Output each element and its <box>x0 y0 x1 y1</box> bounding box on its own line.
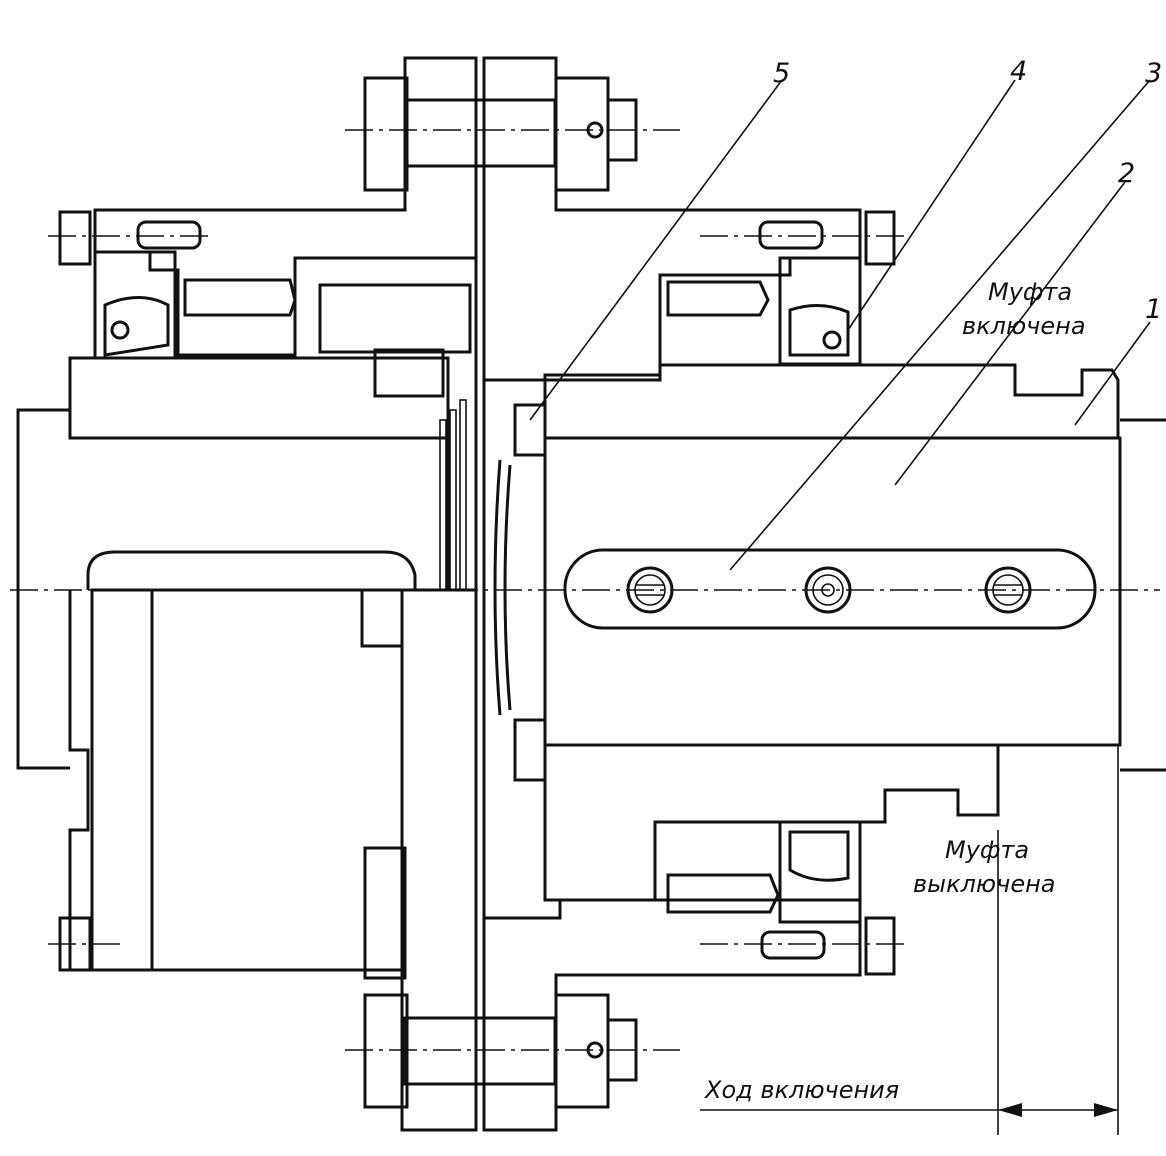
left-seal-spring <box>110 320 130 340</box>
left-cover-dowel <box>136 220 202 250</box>
leader-3 <box>729 79 1151 571</box>
left-hub-lower-body <box>90 588 404 972</box>
disengaged-label-line2: выключена <box>913 870 1055 898</box>
left-sleeve-inner-tooth <box>318 283 472 354</box>
left-seal <box>103 296 170 357</box>
part-label-1: 1 <box>1145 294 1162 325</box>
part-label-5: 5 <box>773 58 790 89</box>
bottom-right-cover-dowel <box>760 930 826 960</box>
bottom-bolt-shank <box>403 1016 557 1086</box>
friction-discs <box>439 399 467 591</box>
bottom-bolt-nut <box>554 993 610 1109</box>
bottom-bolt-end <box>606 1018 638 1082</box>
right-sleeve-upper <box>482 56 862 382</box>
right-shaft <box>543 436 1122 747</box>
right-cover-dowel <box>758 220 824 250</box>
left-cover <box>93 250 177 360</box>
leader-4 <box>847 79 1016 331</box>
thrust-ring <box>513 403 547 457</box>
feather-key <box>563 548 1097 630</box>
leader-5 <box>529 79 783 421</box>
left-key-slot <box>373 348 445 398</box>
stroke-label: Ход включения <box>703 1076 899 1104</box>
part-label-3: 3 <box>1145 58 1162 89</box>
left-shaft-end <box>16 408 70 770</box>
top-bolt-cotter <box>586 121 604 139</box>
thrust-ring-lower <box>513 718 547 782</box>
right-cover-screw <box>864 210 896 266</box>
bottom-right-seal <box>788 830 850 882</box>
part-label-2: 2 <box>1118 158 1135 189</box>
bottom-right-cover-screw <box>864 916 896 976</box>
bottom-bolt-cotter <box>586 1041 604 1059</box>
stroke-arrow-right <box>1094 1103 1118 1117</box>
right-seal-spring <box>822 330 842 350</box>
leader-1 <box>1074 321 1151 426</box>
leader-2 <box>894 181 1126 486</box>
top-bolt-end <box>606 98 638 162</box>
left-lower-shaft-step <box>360 588 404 648</box>
disengaged-gear-ring <box>666 873 780 914</box>
engaged-label-line2: включена <box>962 312 1086 340</box>
left-cover-screw <box>58 210 92 266</box>
top-bolt-shank <box>403 98 557 168</box>
left-hub-bore <box>70 436 450 590</box>
bottom-bolt-head <box>363 993 409 1109</box>
right-shaft-end <box>1120 418 1166 772</box>
disengaged-label-line1: Муфта <box>945 836 1029 864</box>
part-label-4: 4 <box>1010 56 1027 87</box>
bottom-left-flange <box>400 588 478 1132</box>
bottom-left-bolt-head <box>363 846 407 980</box>
top-bolt-head <box>363 76 409 192</box>
right-seal <box>788 304 850 357</box>
right-hub-engaged <box>543 363 1120 440</box>
left-sleeve-upper <box>93 56 478 357</box>
right-gear-ring <box>666 280 770 317</box>
spring-washer <box>493 459 512 716</box>
left-hub <box>68 356 450 440</box>
stroke-arrow-left <box>998 1103 1022 1117</box>
engaged-label-line1: Муфта <box>988 278 1072 306</box>
right-hub-disengaged <box>543 743 1000 902</box>
left-keyway <box>86 550 417 590</box>
left-gear-ring <box>183 278 297 317</box>
right-sleeve-lower <box>482 898 862 1132</box>
left-hub-edge <box>68 590 92 972</box>
key-screws <box>626 566 1032 614</box>
